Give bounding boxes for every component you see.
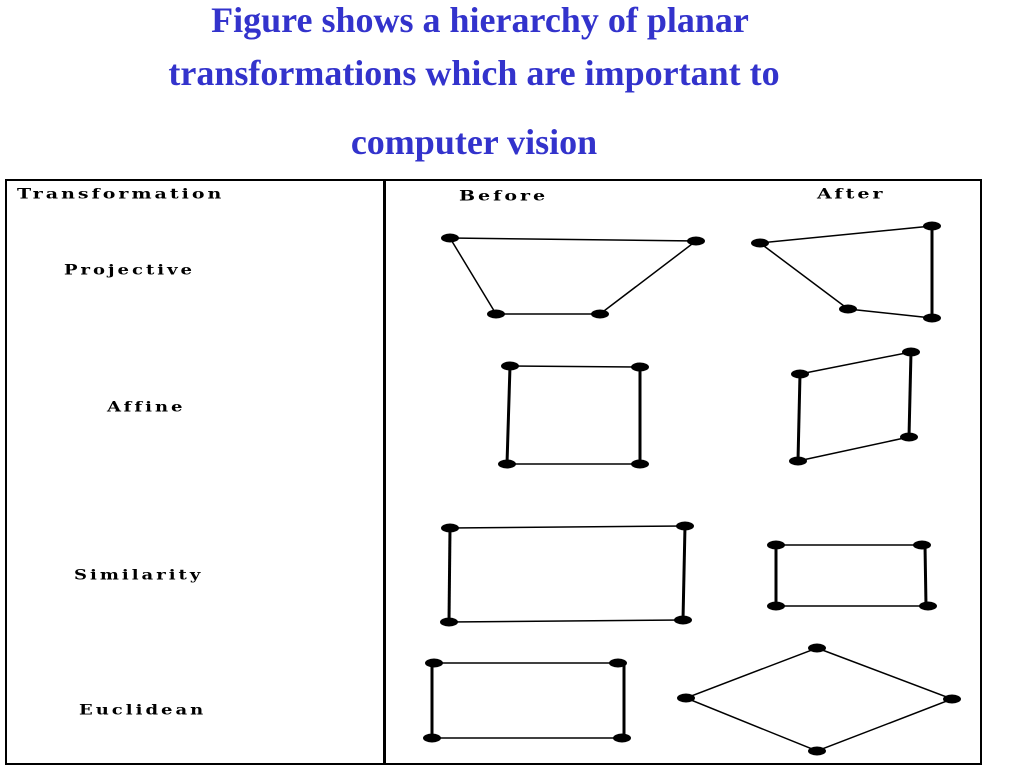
header-before: Before — [459, 187, 549, 205]
similarity-before-edge — [447, 527, 452, 623]
column-divider — [383, 181, 386, 763]
projective-before-outline — [448, 237, 699, 315]
projective-before-shape — [441, 233, 705, 319]
similarity-before-vertex — [676, 521, 694, 531]
euclidean-before-vertex — [613, 733, 631, 743]
header-transformation: Transformation — [17, 185, 225, 203]
row-label-euclidean: Euclidean — [79, 702, 207, 719]
row-label-similarity: Similarity — [74, 567, 204, 584]
affine-before-vertex — [501, 361, 519, 371]
affine-after-edge — [799, 351, 912, 375]
euclidean-after-outline — [683, 647, 955, 752]
transformation-table: Transformation Before After Projective A… — [5, 179, 982, 765]
affine-before-vertex — [631, 459, 649, 469]
similarity-before-edge — [449, 525, 686, 529]
projective-after-vertex — [839, 304, 857, 314]
header-after: After — [817, 185, 886, 203]
euclidean-after-vertex — [808, 643, 826, 653]
projective-after-outline — [758, 225, 933, 319]
euclidean-before-vertex — [425, 658, 443, 668]
similarity-before-vertex — [440, 617, 458, 627]
affine-before-edge — [505, 365, 512, 465]
row-label-affine: Affine — [107, 399, 186, 416]
affine-after-vertex — [902, 347, 920, 357]
affine-after-edge — [797, 436, 910, 462]
similarity-after-edge — [923, 544, 928, 607]
similarity-before-edge — [681, 525, 687, 621]
euclidean-after-vertex — [808, 746, 826, 756]
title-line-2: transformations which are important to — [168, 53, 780, 93]
similarity-before-edge — [448, 619, 684, 623]
affine-before-edge — [509, 365, 641, 368]
title-line-3: computer vision — [350, 122, 598, 162]
similarity-after-vertex — [919, 601, 937, 611]
affine-after-vertex — [791, 369, 809, 379]
projective-before-vertex — [487, 309, 505, 319]
euclidean-after-vertex — [677, 693, 695, 703]
similarity-after-vertex — [767, 601, 785, 611]
euclidean-before-vertex — [423, 733, 441, 743]
affine-after-edge — [907, 351, 913, 438]
affine-after-vertex — [789, 456, 807, 466]
projective-after-shape — [751, 221, 941, 323]
affine-after-shape — [789, 347, 920, 466]
row-label-projective: Projective — [64, 262, 196, 279]
affine-before-shape — [498, 361, 649, 469]
euclidean-after-vertex — [943, 694, 961, 704]
similarity-before-vertex — [674, 615, 692, 625]
euclidean-before-shape — [423, 658, 631, 743]
projective-after-vertex — [923, 221, 941, 231]
similarity-after-vertex — [767, 540, 785, 550]
projective-after-vertex — [751, 238, 769, 248]
title-line-1: Figure shows a hierarchy of planar — [211, 0, 749, 40]
affine-before-vertex — [631, 362, 649, 372]
projective-after-vertex — [923, 313, 941, 323]
affine-after-vertex — [900, 432, 918, 442]
similarity-before-shape — [440, 521, 694, 627]
projective-before-vertex — [591, 309, 609, 319]
projective-before-vertex — [441, 233, 459, 243]
euclidean-before-vertex — [609, 658, 627, 668]
similarity-after-shape — [767, 540, 937, 611]
similarity-after-vertex — [913, 540, 931, 550]
affine-before-vertex — [498, 459, 516, 469]
projective-before-vertex — [687, 236, 705, 246]
euclidean-after-shape — [677, 643, 961, 756]
similarity-before-vertex — [441, 523, 459, 533]
affine-after-edge — [796, 373, 802, 462]
